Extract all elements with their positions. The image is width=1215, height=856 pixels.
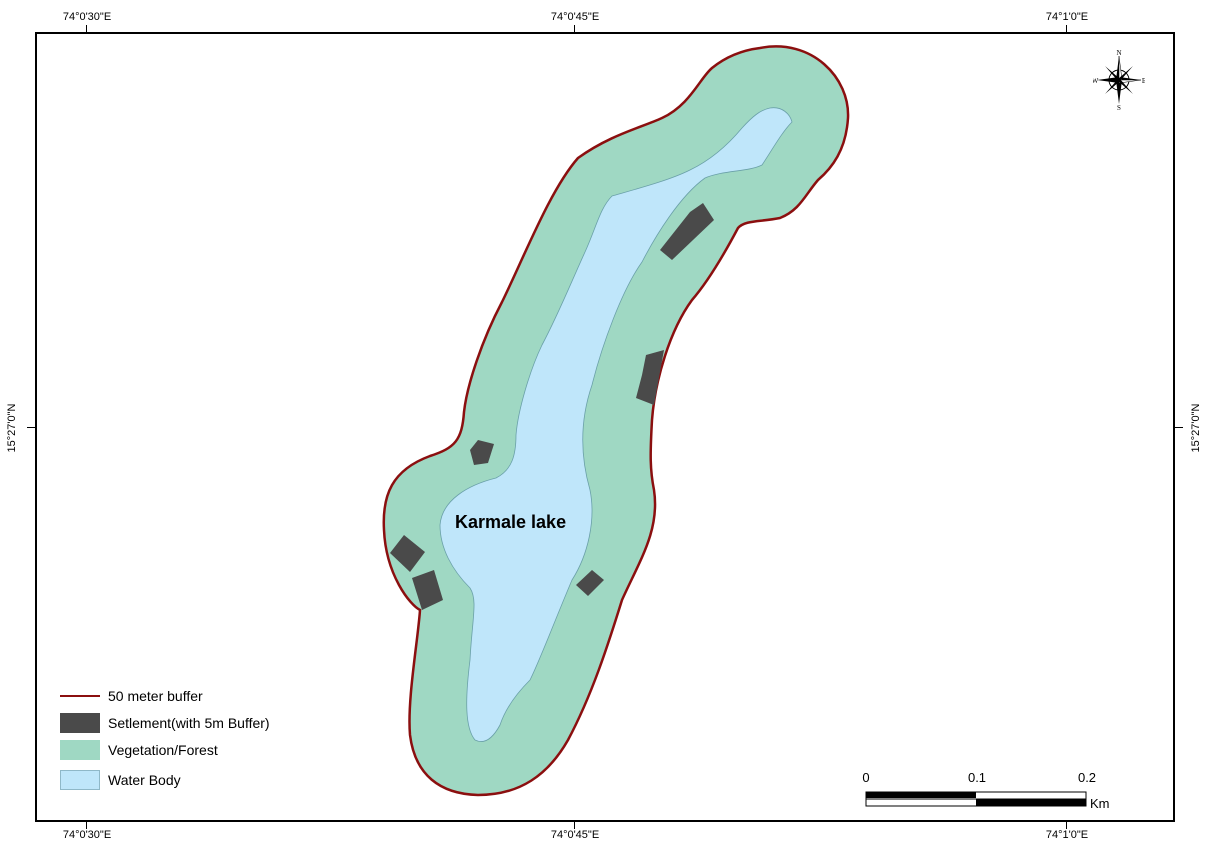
bottom-lon-label-1: 74°0'30"E [62, 829, 112, 841]
legend-label-water: Water Body [108, 772, 181, 788]
bottom-tick-2 [574, 821, 575, 829]
compass-e: E [1142, 77, 1145, 85]
legend-water-swatch [60, 770, 100, 790]
compass-w: W [1093, 77, 1099, 85]
settlement-patch-3 [470, 440, 494, 465]
bottom-lon-label-2: 74°0'45"E [550, 829, 600, 841]
legend-item-buffer: 50 meter buffer [60, 686, 203, 706]
water-body-area [439, 107, 793, 742]
compass-s: S [1117, 104, 1121, 110]
settlements [390, 203, 714, 610]
settlement-patch-4 [390, 535, 425, 572]
north-arrow-compass: N S E W [1093, 50, 1145, 110]
lake-name-label: Karmale lake [455, 512, 567, 532]
top-tick-3 [1066, 25, 1067, 33]
legend-label-vegetation: Vegetation/Forest [108, 742, 218, 758]
scale-tick-0: 0 [862, 770, 870, 785]
top-lon-label-3: 74°1'0"E [1045, 11, 1089, 23]
scale-unit: Km [1090, 796, 1110, 811]
top-tick-1 [86, 25, 87, 33]
top-lon-label-2: 74°0'45"E [550, 11, 600, 23]
legend-settlement-swatch [60, 713, 100, 733]
compass-n: N [1116, 50, 1121, 57]
bottom-tick-1 [86, 821, 87, 829]
scale-bar-graphic [865, 791, 1087, 807]
settlement-patch-5 [412, 570, 443, 610]
legend-item-water: Water Body [60, 770, 181, 790]
scale-tick-1: 0.1 [967, 770, 987, 785]
settlement-patch-2 [636, 350, 664, 405]
legend-label-buffer: 50 meter buffer [108, 688, 203, 704]
left-tick [27, 427, 36, 428]
legend-item-settlement: Setlement(with 5m Buffer) [60, 713, 270, 733]
top-tick-2 [574, 25, 575, 33]
buffer-vegetation-area [382, 45, 850, 797]
scale-tick-2: 0.2 [1077, 770, 1097, 785]
settlement-patch-6 [576, 570, 604, 596]
top-lon-label-1: 74°0'30"E [62, 11, 112, 23]
legend-vegetation-swatch [60, 740, 100, 760]
legend-item-vegetation: Vegetation/Forest [60, 740, 218, 760]
legend-line-swatch [60, 695, 100, 697]
bottom-tick-3 [1066, 821, 1067, 829]
right-tick [1174, 427, 1183, 428]
legend-label-settlement: Setlement(with 5m Buffer) [108, 715, 270, 731]
bottom-lon-label-3: 74°1'0"E [1045, 829, 1089, 841]
scale-bar: 0 0.1 0.2 Km [840, 770, 1140, 820]
settlement-patch-1 [660, 203, 714, 260]
